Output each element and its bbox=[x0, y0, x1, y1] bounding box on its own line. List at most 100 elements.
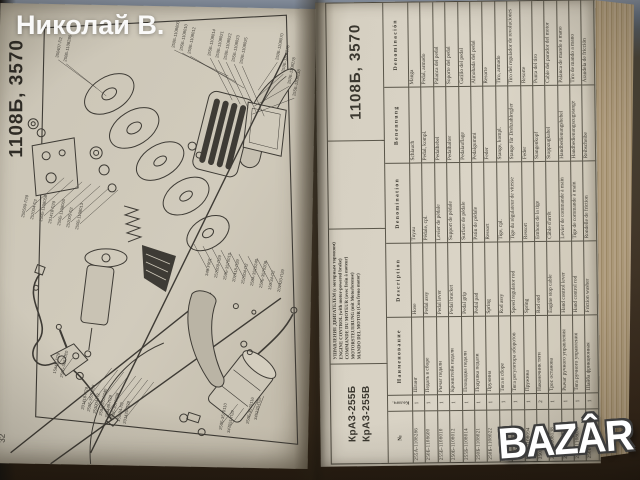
column-header-6: Denominación bbox=[383, 2, 410, 87]
part-number-label: 201418-П29 bbox=[231, 258, 240, 282]
site-logo-watermark: BAZÂR bbox=[496, 411, 635, 469]
table-cell: Reibscheibe bbox=[582, 84, 596, 161]
table-cell: Пружина bbox=[523, 315, 537, 394]
leader-lines bbox=[25, 49, 295, 428]
return-spring bbox=[123, 205, 143, 243]
table-cell: Тяга регулятора оборотов bbox=[511, 315, 525, 394]
table-cell: 2 bbox=[536, 392, 550, 410]
part-number-label: 201418-П29 bbox=[80, 386, 89, 410]
table-cell: Pedal pad bbox=[473, 241, 487, 316]
table-cell: 255А-1108286 bbox=[413, 410, 427, 463]
table-cell: Шланг bbox=[412, 316, 426, 395]
table-cell: Подушка педали bbox=[473, 315, 488, 394]
table-cell: Stangenkopf bbox=[533, 84, 547, 162]
table-cell: Cable del parador del motor bbox=[544, 0, 558, 85]
part-number-label: 250Б-3867010 bbox=[59, 349, 69, 378]
left-figure-number: 1108Б, 3570 bbox=[6, 39, 27, 158]
pedal-disc-stack bbox=[84, 73, 230, 252]
photographer-watermark: Николай В. bbox=[16, 10, 165, 40]
part-number-label: 350407-П2 bbox=[54, 36, 63, 58]
part-number-label: 252004-П2 bbox=[240, 262, 249, 284]
table-cell: Ressort bbox=[484, 161, 498, 242]
column-header-2: Наименование bbox=[387, 316, 413, 395]
rod-ends bbox=[179, 141, 257, 437]
table-cell: Soporte del pedal bbox=[445, 1, 459, 87]
table-cell: Рычаг ручного управления bbox=[560, 314, 575, 393]
book-fore-edge-pages bbox=[594, 0, 634, 458]
part-number-label: 250Б-1108021 bbox=[214, 30, 224, 58]
part-number-label: 201420-П29 bbox=[122, 400, 131, 424]
table-cell: 1 bbox=[425, 394, 438, 411]
table-cell: Spring bbox=[522, 241, 536, 316]
part-number-label: 250Б-1108060 bbox=[56, 198, 66, 226]
table-cell: 1 bbox=[561, 392, 575, 409]
part-number-label: 250Б-3570116 bbox=[245, 396, 255, 424]
table-cell: Schlauch bbox=[409, 86, 423, 163]
part-number-label: 250Б-1108025 bbox=[238, 36, 248, 64]
part-number-label: 252004-П2 bbox=[92, 392, 101, 414]
table-cell: Palanca del pedal bbox=[432, 2, 447, 87]
table-cell: Pedal, armado bbox=[420, 2, 434, 87]
table-cell: Stoppzugkabel bbox=[545, 84, 559, 161]
table-cell: 255Б-1108010 bbox=[437, 410, 451, 463]
part-number-label: 250Б-3570010 bbox=[222, 252, 232, 281]
table-cell: Speed regulator rod bbox=[510, 241, 524, 316]
part-number-label: 250Б-1108013 bbox=[74, 202, 84, 230]
table-cell: Tiro, armado bbox=[494, 1, 509, 86]
table-cell: Stange, kompl. bbox=[495, 85, 510, 162]
control-rods bbox=[10, 52, 287, 465]
part-number-label: 201420-П29 bbox=[276, 268, 285, 292]
left-page: 1108Б, 3570 32 bbox=[0, 3, 317, 469]
table-cell: Rondelle de friction bbox=[583, 160, 597, 241]
column-header-1: Колич. bbox=[387, 394, 414, 411]
air-cylinder bbox=[208, 306, 298, 423]
table-cell: Pedalhebel bbox=[433, 86, 448, 163]
table-cell: Levier de commande à main bbox=[558, 160, 573, 241]
table-cell: Тяга в сборе bbox=[498, 315, 513, 394]
part-number-label: 250Б-3570110 bbox=[218, 402, 228, 430]
table-cell: Arandela de fricción bbox=[581, 0, 596, 85]
pedal-bracket bbox=[31, 137, 79, 197]
table-cell: 255Б-1108014 bbox=[462, 409, 476, 462]
washers-and-nuts bbox=[27, 118, 117, 193]
table-cell: Resorte bbox=[482, 1, 496, 86]
table-cell: Levier de pédale bbox=[434, 162, 449, 243]
table-cell: 1 bbox=[437, 394, 451, 411]
table-cell: 1 bbox=[412, 394, 426, 411]
table-cell: Feder bbox=[520, 85, 535, 162]
exploded-diagram: 1108Б, 3570 32 bbox=[0, 14, 302, 465]
quadrant-arc bbox=[89, 342, 165, 464]
column-header-5: Benennung bbox=[384, 86, 411, 163]
table-cell: Câble d'arrêt bbox=[546, 160, 560, 241]
table-cell: Hand control rod bbox=[572, 240, 586, 315]
part-number-label: 252004-П2 bbox=[29, 198, 38, 220]
part-number-label: 252009-П29 bbox=[213, 254, 222, 278]
table-cell: Spring bbox=[485, 241, 499, 316]
part-number-label: 250Б-1108078 bbox=[280, 44, 290, 72]
figure-number-cell: 1108Б, 3570 bbox=[326, 2, 385, 141]
master-cylinder bbox=[80, 248, 128, 358]
table-cell: Pedal grip bbox=[460, 241, 474, 316]
table-cell: Almohada del pedal bbox=[470, 1, 484, 86]
table-cell: Hose bbox=[411, 242, 425, 317]
part-number-label: 150-34-П2 bbox=[116, 401, 125, 422]
table-cell: Шайба фрикционная bbox=[585, 314, 599, 393]
part-number-label: 345133-П29 bbox=[253, 396, 262, 420]
part-number-label: 250Б-3570208 bbox=[258, 260, 268, 289]
table-cell: Рычаг педали bbox=[436, 316, 451, 395]
table-cell: Resorte bbox=[519, 1, 534, 86]
part-number-label: 250Б-3570208 bbox=[110, 392, 120, 421]
table-cell: Тяга ручного управления bbox=[573, 314, 587, 393]
table-cell: Tuyau bbox=[410, 162, 424, 243]
table-cell: 250Б-1108021 bbox=[475, 409, 489, 462]
table-cell: Handbedienungszugstange bbox=[570, 84, 584, 161]
table-cell: Pedalgummi bbox=[471, 85, 485, 162]
table-cell: 250Б-1108012 bbox=[450, 409, 464, 463]
table-cell: Gatillo del pedal bbox=[457, 1, 472, 86]
part-number-label: 250А-3510240 bbox=[98, 388, 108, 417]
table-cell: 1 bbox=[487, 393, 500, 410]
table-cell: Pedal bracket bbox=[448, 241, 462, 317]
table-cell: Surface de pédale bbox=[459, 161, 474, 242]
table-cell: Handbedienungshebel bbox=[557, 84, 572, 161]
